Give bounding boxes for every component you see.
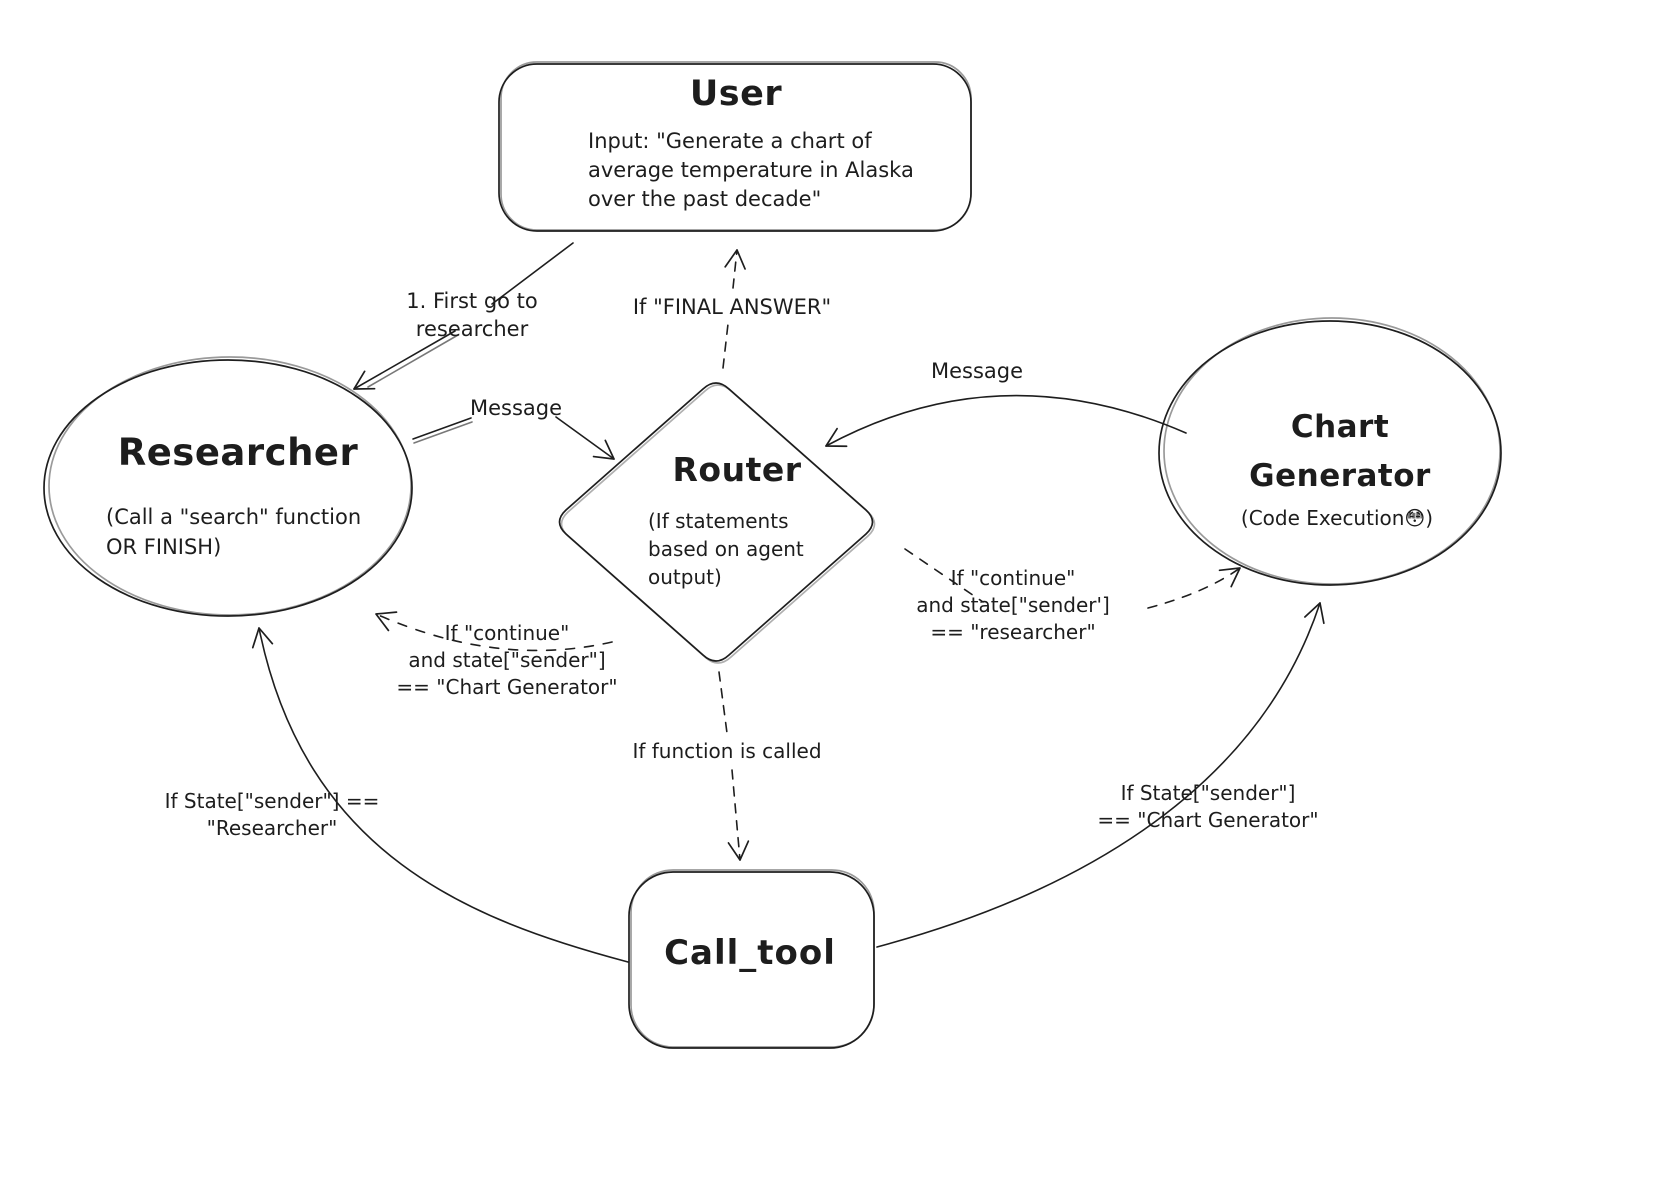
- edge-user-to-researcher: [353, 242, 574, 390]
- edge-router-to-chartgen: [904, 548, 1241, 609]
- researcher-node: [43, 356, 413, 617]
- edge-label-message-left: Message: [469, 396, 563, 420]
- call-tool-node-title: Call_tool: [664, 933, 836, 973]
- edge-label-first-go-to-researcher: 1. First go to researcher: [406, 289, 538, 341]
- chart-generator-node-body: (Code Execution😳): [1240, 506, 1434, 530]
- edge-calltool-to-researcher: [251, 627, 629, 963]
- edge-router-to-researcher: [375, 611, 613, 652]
- edge-label-if-function-called: If function is called: [632, 739, 822, 763]
- chart-generator-node: [1158, 317, 1502, 586]
- edge-label-sender-researcher: If State["sender"] == "Researcher": [164, 789, 380, 840]
- edge-router-to-calltool: [718, 671, 750, 861]
- router-node-body: (If statements based on agent output): [648, 509, 804, 589]
- edge-label-sender-chart-generator: If State["sender"] == "Chart Generator": [1097, 781, 1319, 832]
- router-node: [558, 382, 876, 664]
- researcher-node-title: Researcher: [117, 431, 359, 474]
- router-node-title: Router: [672, 450, 802, 489]
- call-tool-node: [628, 869, 875, 1049]
- user-node: [498, 61, 972, 232]
- chart-generator-node-title: Chart Generator: [1249, 409, 1431, 494]
- edge-label-continue-researcher: If "continue" and state["sender'] == "re…: [916, 566, 1110, 644]
- edge-label-continue-chart-generator: If "continue" and state["sender"] == "Ch…: [396, 621, 618, 699]
- edge-label-message-right: Message: [930, 359, 1024, 383]
- edge-chartgen-to-router: [825, 394, 1187, 448]
- edge-label-final-answer: If "FINAL ANSWER": [632, 295, 832, 319]
- edge-calltool-to-chartgen: [876, 602, 1325, 948]
- researcher-node-body: (Call a "search" function OR FINISH): [106, 505, 362, 559]
- edge-router-to-user: [722, 249, 746, 369]
- edge-researcher-to-router: [412, 416, 615, 460]
- user-node-title: User: [689, 74, 783, 114]
- user-node-body: Input: "Generate a chart of average temp…: [588, 129, 914, 211]
